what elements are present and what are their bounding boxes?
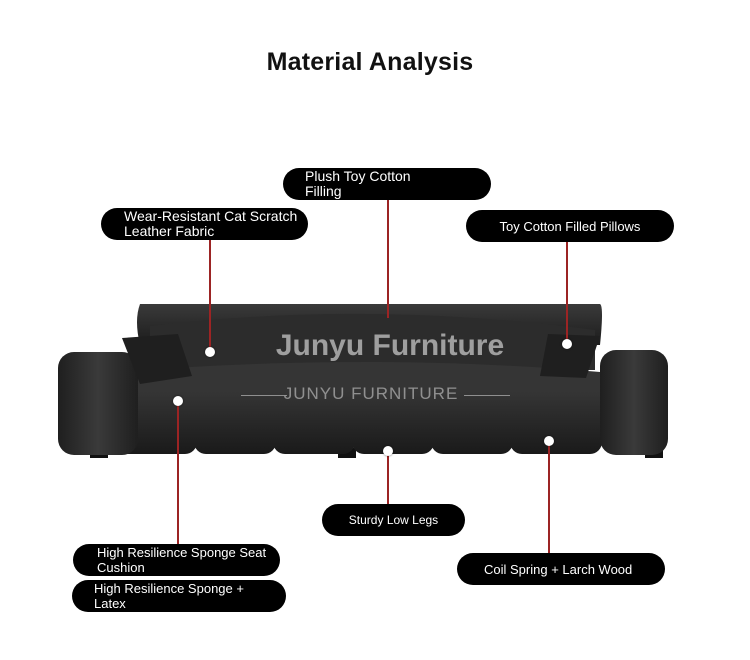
page-title: Material Analysis xyxy=(266,48,474,76)
leader-pillows xyxy=(566,240,568,344)
sofa-backrest-cushion xyxy=(150,313,595,370)
callout-spring-text: Coil Spring + Larch Wood xyxy=(484,561,633,577)
watermark-sub: JUNYU FURNITURE xyxy=(283,384,459,403)
seat-top xyxy=(118,362,600,392)
callout-legs: Sturdy Low Legs xyxy=(322,504,465,536)
leader-spring xyxy=(548,440,550,554)
seat-cushion xyxy=(273,378,355,454)
callout-latex-text: High Resilience Sponge + Latex xyxy=(94,581,244,611)
leader-cushion xyxy=(177,400,179,544)
leader-legs xyxy=(387,452,389,504)
callout-pillows: Toy Cotton Filled Pillows xyxy=(466,210,674,242)
left-pillow xyxy=(122,334,192,384)
marker-dot xyxy=(205,347,215,357)
seat-cushion xyxy=(352,378,434,454)
right-pillow xyxy=(540,334,600,378)
watermark-brand: Junyu Furniture xyxy=(275,329,505,362)
seat-cushion xyxy=(510,378,602,454)
callout-filling: Plush Toy Cotton Filling xyxy=(283,168,491,200)
callout-latex: High Resilience Sponge + Latex xyxy=(72,580,286,612)
leader-fabric xyxy=(209,238,211,350)
sofa-right-arm xyxy=(600,350,668,455)
callout-pillows-text: Toy Cotton Filled Pillows xyxy=(499,218,641,234)
seat-cushion xyxy=(194,378,276,454)
marker-dot xyxy=(173,396,183,406)
seat-cushion xyxy=(431,378,513,454)
marker-dot xyxy=(544,436,554,446)
callout-spring: Coil Spring + Larch Wood xyxy=(457,553,665,585)
callout-cushion: High Resilience Sponge Seat Cushion xyxy=(73,544,280,576)
sofa-left-arm xyxy=(58,352,138,455)
callout-legs-text: Sturdy Low Legs xyxy=(348,512,439,527)
callout-filling-text: Plush Toy Cotton Filling xyxy=(305,168,411,199)
marker-dot xyxy=(562,339,572,349)
watermark-rule xyxy=(241,395,287,396)
leader-filling xyxy=(387,198,389,318)
watermark-rule xyxy=(464,395,510,396)
callout-cushion-text: High Resilience Sponge Seat Cushion xyxy=(97,545,267,575)
marker-dot xyxy=(383,446,393,456)
callout-fabric: Wear-Resistant Cat Scratch Leather Fabri… xyxy=(101,208,308,240)
callout-fabric-text: Wear-Resistant Cat Scratch Leather Fabri… xyxy=(124,208,298,239)
